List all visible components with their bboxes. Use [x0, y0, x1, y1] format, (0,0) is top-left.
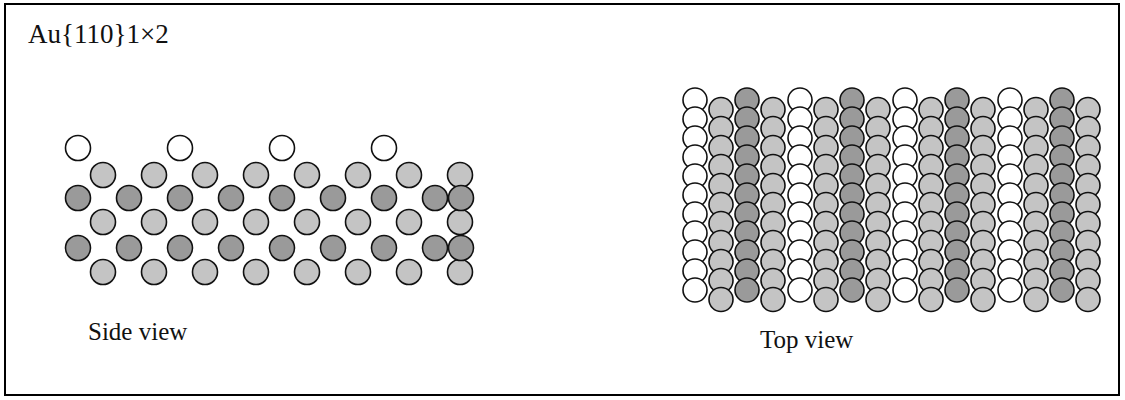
third-layer-atom — [735, 278, 759, 302]
subsurface-atom — [66, 236, 91, 261]
subsurface-atom — [346, 260, 371, 285]
subsurface-atom — [423, 236, 448, 261]
top-view-atoms — [683, 88, 1100, 312]
subsurface-atom — [397, 210, 422, 235]
frame-border — [5, 4, 1119, 395]
subsurface-atom — [397, 260, 422, 285]
subsurface-atom — [397, 163, 422, 188]
subsurface-atom — [244, 210, 269, 235]
second-layer-atom — [709, 288, 733, 312]
subsurface-atom — [295, 163, 320, 188]
subsurface-atom — [449, 236, 474, 261]
top-row-atom — [372, 136, 397, 161]
top-row-atom — [893, 278, 917, 302]
second-layer-atom — [761, 288, 785, 312]
view-label: Top view — [760, 326, 853, 354]
subsurface-atom — [168, 236, 193, 261]
second-layer-atom — [971, 288, 995, 312]
subsurface-atom — [321, 186, 346, 211]
subsurface-atom — [448, 163, 473, 188]
subsurface-atom — [244, 163, 269, 188]
view-label: Side view — [88, 318, 187, 346]
second-layer-atom — [919, 288, 943, 312]
subsurface-atom — [346, 163, 371, 188]
top-row-atom — [168, 136, 193, 161]
subsurface-atom — [117, 236, 142, 261]
top-row-atom — [998, 278, 1022, 302]
subsurface-atom — [448, 210, 473, 235]
subsurface-atom — [270, 186, 295, 211]
third-layer-atom — [840, 278, 864, 302]
subsurface-atom — [372, 236, 397, 261]
subsurface-atom — [193, 163, 218, 188]
subsurface-atom — [219, 186, 244, 211]
side-view-atoms — [66, 136, 474, 285]
subsurface-atom — [423, 186, 448, 211]
subsurface-atom — [142, 260, 167, 285]
subsurface-atom — [117, 186, 142, 211]
third-layer-atom — [1050, 278, 1074, 302]
top-row-atom — [683, 278, 707, 302]
subsurface-atom — [219, 236, 244, 261]
subsurface-atom — [168, 186, 193, 211]
third-layer-atom — [945, 278, 969, 302]
subsurface-atom — [372, 186, 397, 211]
subsurface-atom — [91, 163, 116, 188]
subsurface-atom — [270, 236, 295, 261]
top-row-atom — [66, 136, 91, 161]
subsurface-atom — [244, 260, 269, 285]
subsurface-atom — [66, 186, 91, 211]
subsurface-atom — [295, 210, 320, 235]
subsurface-atom — [193, 210, 218, 235]
top-row-atom — [788, 278, 812, 302]
second-layer-atom — [866, 288, 890, 312]
figure-title: Au{110}1×2 — [28, 20, 169, 50]
second-layer-atom — [814, 288, 838, 312]
subsurface-atom — [346, 210, 371, 235]
subsurface-atom — [295, 260, 320, 285]
subsurface-atom — [449, 186, 474, 211]
top-row-atom — [270, 136, 295, 161]
subsurface-atom — [193, 260, 218, 285]
subsurface-atom — [91, 260, 116, 285]
subsurface-atom — [142, 163, 167, 188]
subsurface-atom — [448, 260, 473, 285]
subsurface-atom — [321, 236, 346, 261]
second-layer-atom — [1076, 288, 1100, 312]
second-layer-atom — [1024, 288, 1048, 312]
subsurface-atom — [142, 210, 167, 235]
subsurface-atom — [91, 210, 116, 235]
